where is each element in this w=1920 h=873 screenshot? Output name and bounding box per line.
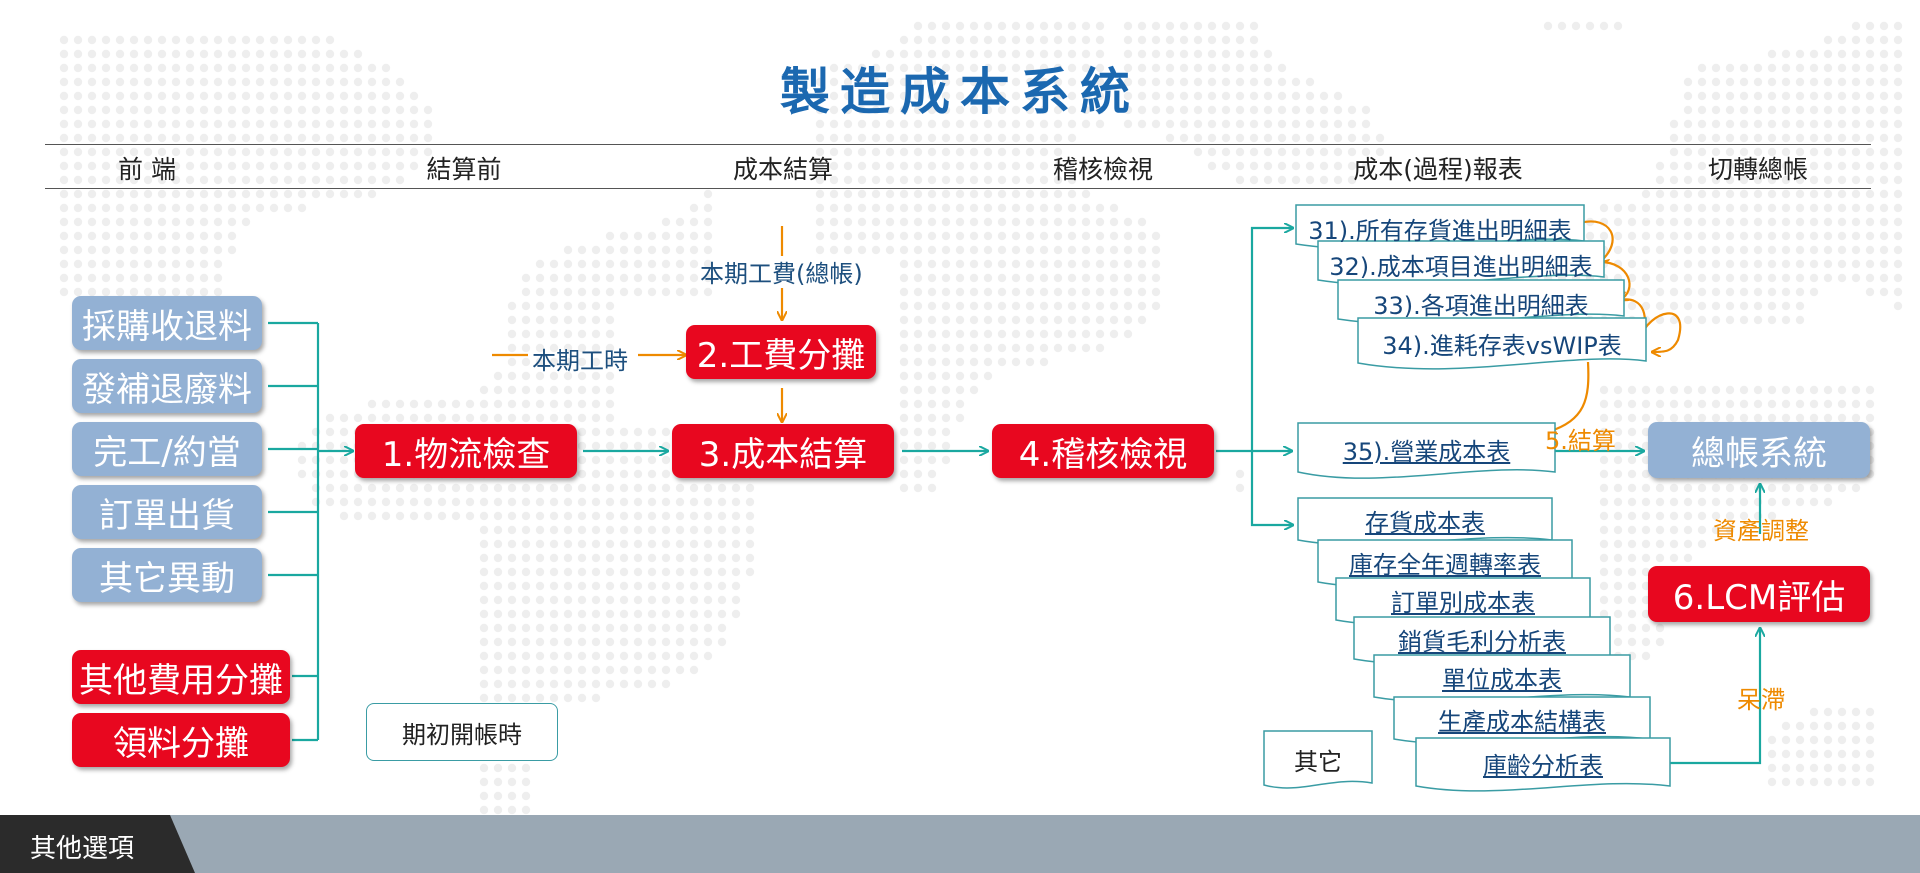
footer-tab-background <box>0 815 195 873</box>
report-order-cost[interactable]: 訂單別成本表 <box>1391 589 1535 617</box>
header-bottom-rule <box>45 188 1871 189</box>
label-labor-cost: 本期工費(總帳) <box>700 260 863 288</box>
input-purchase-receipt[interactable]: 採購收退料 <box>72 296 262 350</box>
flow-connectors <box>268 204 1920 792</box>
label-settle: 5.結算 <box>1545 427 1616 455</box>
report-33-items[interactable]: 33).各項進出明細表 <box>1373 292 1589 320</box>
page-title: 製造成本系統 <box>780 63 1140 121</box>
label-other: 其它 <box>1294 748 1342 776</box>
header-top-rule <box>45 144 1871 145</box>
step-4-audit-review[interactable]: 4.稽核檢視 <box>992 424 1214 478</box>
column-header-cost-reports: 成本(過程)報表 <box>1353 155 1523 184</box>
report-inventory-turnover[interactable]: 庫存全年週轉率表 <box>1349 551 1541 579</box>
report-35-operating-cost[interactable]: 35).營業成本表 <box>1342 438 1511 466</box>
report-32-cost-items[interactable]: 32).成本項目進出明細表 <box>1329 253 1593 281</box>
general-ledger-system[interactable]: 總帳系統 <box>1648 422 1870 478</box>
step-3-cost-settlement[interactable]: 3.成本結算 <box>672 424 894 478</box>
report-34-consumption-vs-wip[interactable]: 34).進耗存表vsWIP表 <box>1382 332 1622 360</box>
step-1-logistics-check[interactable]: 1.物流檢查 <box>355 424 577 478</box>
opening-balance-box: 期初開帳時 <box>366 703 558 761</box>
report-inventory-cost[interactable]: 存貨成本表 <box>1365 509 1485 537</box>
report-unit-cost[interactable]: 單位成本表 <box>1442 666 1562 694</box>
input-material-allocation[interactable]: 領料分攤 <box>72 713 290 767</box>
label-labor-hours: 本期工時 <box>532 347 628 375</box>
footer-tab-other-options[interactable]: 其他選項 <box>30 834 135 864</box>
report-31-all-inventory[interactable]: 31).所有存貨進出明細表 <box>1308 217 1572 245</box>
report-inventory-aging[interactable]: 庫齡分析表 <box>1483 752 1603 780</box>
input-issue-scrap[interactable]: 發補退廢料 <box>72 359 262 413</box>
input-order-shipment[interactable]: 訂單出貨 <box>72 485 262 539</box>
report-production-cost-structure[interactable]: 生產成本結構表 <box>1438 708 1606 736</box>
column-header-audit-review: 稽核檢視 <box>1052 155 1153 184</box>
step-6-lcm-evaluation[interactable]: 6.LCM評估 <box>1648 566 1870 622</box>
column-header-pre-settlement: 結算前 <box>426 155 502 184</box>
column-header-general-ledger: 切轉總帳 <box>1707 155 1808 184</box>
footer-bar <box>0 815 1920 873</box>
column-header-frontend: 前 端 <box>118 155 176 184</box>
label-stagnant: 呆滯 <box>1737 686 1785 714</box>
input-other-changes[interactable]: 其它異動 <box>72 548 262 602</box>
input-completion[interactable]: 完工/約當 <box>72 422 262 476</box>
column-header-cost-settlement: 成本結算 <box>732 155 833 184</box>
input-other-expense-allocation[interactable]: 其他費用分攤 <box>72 650 290 704</box>
label-asset-adjust: 資產調整 <box>1713 517 1809 545</box>
step-2-labor-allocation[interactable]: 2.工費分攤 <box>686 325 876 379</box>
report-gross-margin[interactable]: 銷貨毛利分析表 <box>1398 628 1566 656</box>
